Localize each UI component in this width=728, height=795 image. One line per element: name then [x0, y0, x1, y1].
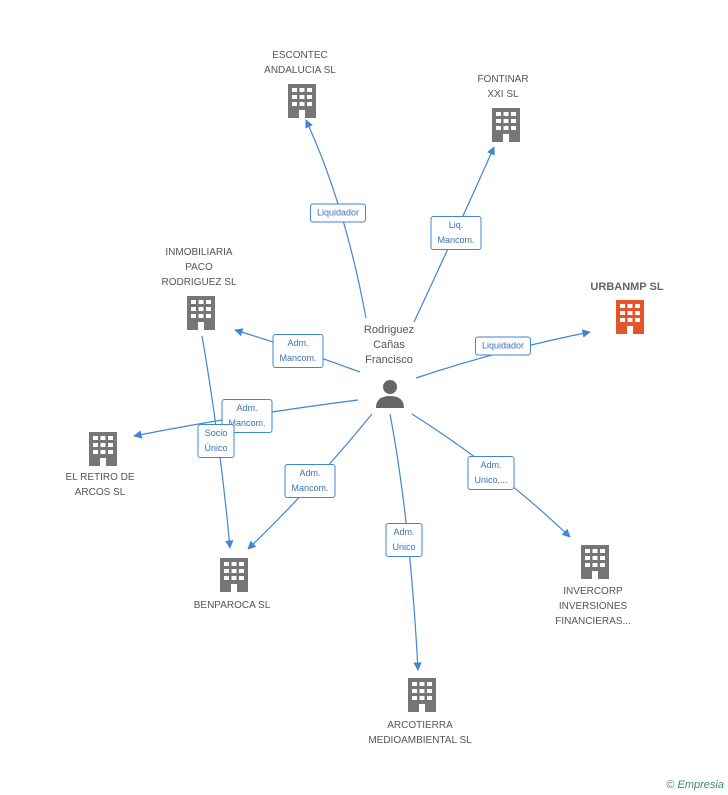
building-icon-escontec[interactable] — [288, 84, 316, 118]
relation-label-fontinar[interactable]: Liq. Mancom. — [430, 216, 482, 250]
building-icon-fontinar[interactable] — [492, 108, 520, 142]
relation-label-urbanmp[interactable]: Liquidador — [474, 336, 532, 356]
brand-name: Empresia — [677, 779, 724, 791]
relation-label-escontec[interactable]: Liquidador — [309, 203, 367, 223]
company-name-escontec[interactable]: ESCONTEC ANDALUCIA SL — [264, 50, 336, 76]
footer-brand: ©Empresia — [666, 779, 724, 791]
person-name-label[interactable]: Rodriguez Cañas Francisco — [363, 324, 415, 366]
building-icon-elretiro[interactable] — [89, 432, 117, 466]
company-name-benparoca[interactable]: BENPAROCA SL — [193, 600, 271, 611]
building-icon-arcotierra[interactable] — [408, 678, 436, 712]
person-icon[interactable] — [376, 380, 404, 408]
building-icon-benparoca[interactable] — [220, 558, 248, 592]
building-icon-invercorp[interactable] — [581, 545, 609, 579]
relation-label-inmobiliaria[interactable]: Adm. Mancom. — [272, 334, 324, 368]
relation-label-invercorp[interactable]: Adm. Unico,... — [467, 456, 515, 490]
company-name-invercorp[interactable]: INVERCORP INVERSIONES FINANCIERAS... — [555, 586, 631, 627]
company-name-arcotierra[interactable]: ARCOTIERRA MEDIOAMBIENTAL SL — [368, 720, 472, 746]
copyright-icon: © — [666, 779, 675, 791]
building-icon-urbanmp[interactable] — [616, 300, 644, 334]
building-icon-inmobiliaria[interactable] — [187, 296, 215, 330]
company-name-urbanmp[interactable]: URBANMP SL — [590, 281, 664, 293]
company-name-fontinar[interactable]: FONTINAR XXI SL — [477, 74, 529, 100]
relation-label-benparoca[interactable]: Adm. Mancom. — [284, 464, 336, 498]
relation-label-arcotierra[interactable]: Adm. Unico — [385, 523, 423, 557]
company-name-inmobiliaria[interactable]: INMOBILIARIA PACO RODRIGUEZ SL — [161, 247, 237, 288]
relation-label-benparoca[interactable]: Socio Único — [197, 424, 235, 458]
company-name-elretiro[interactable]: EL RETIRO DE ARCOS SL — [65, 472, 135, 498]
